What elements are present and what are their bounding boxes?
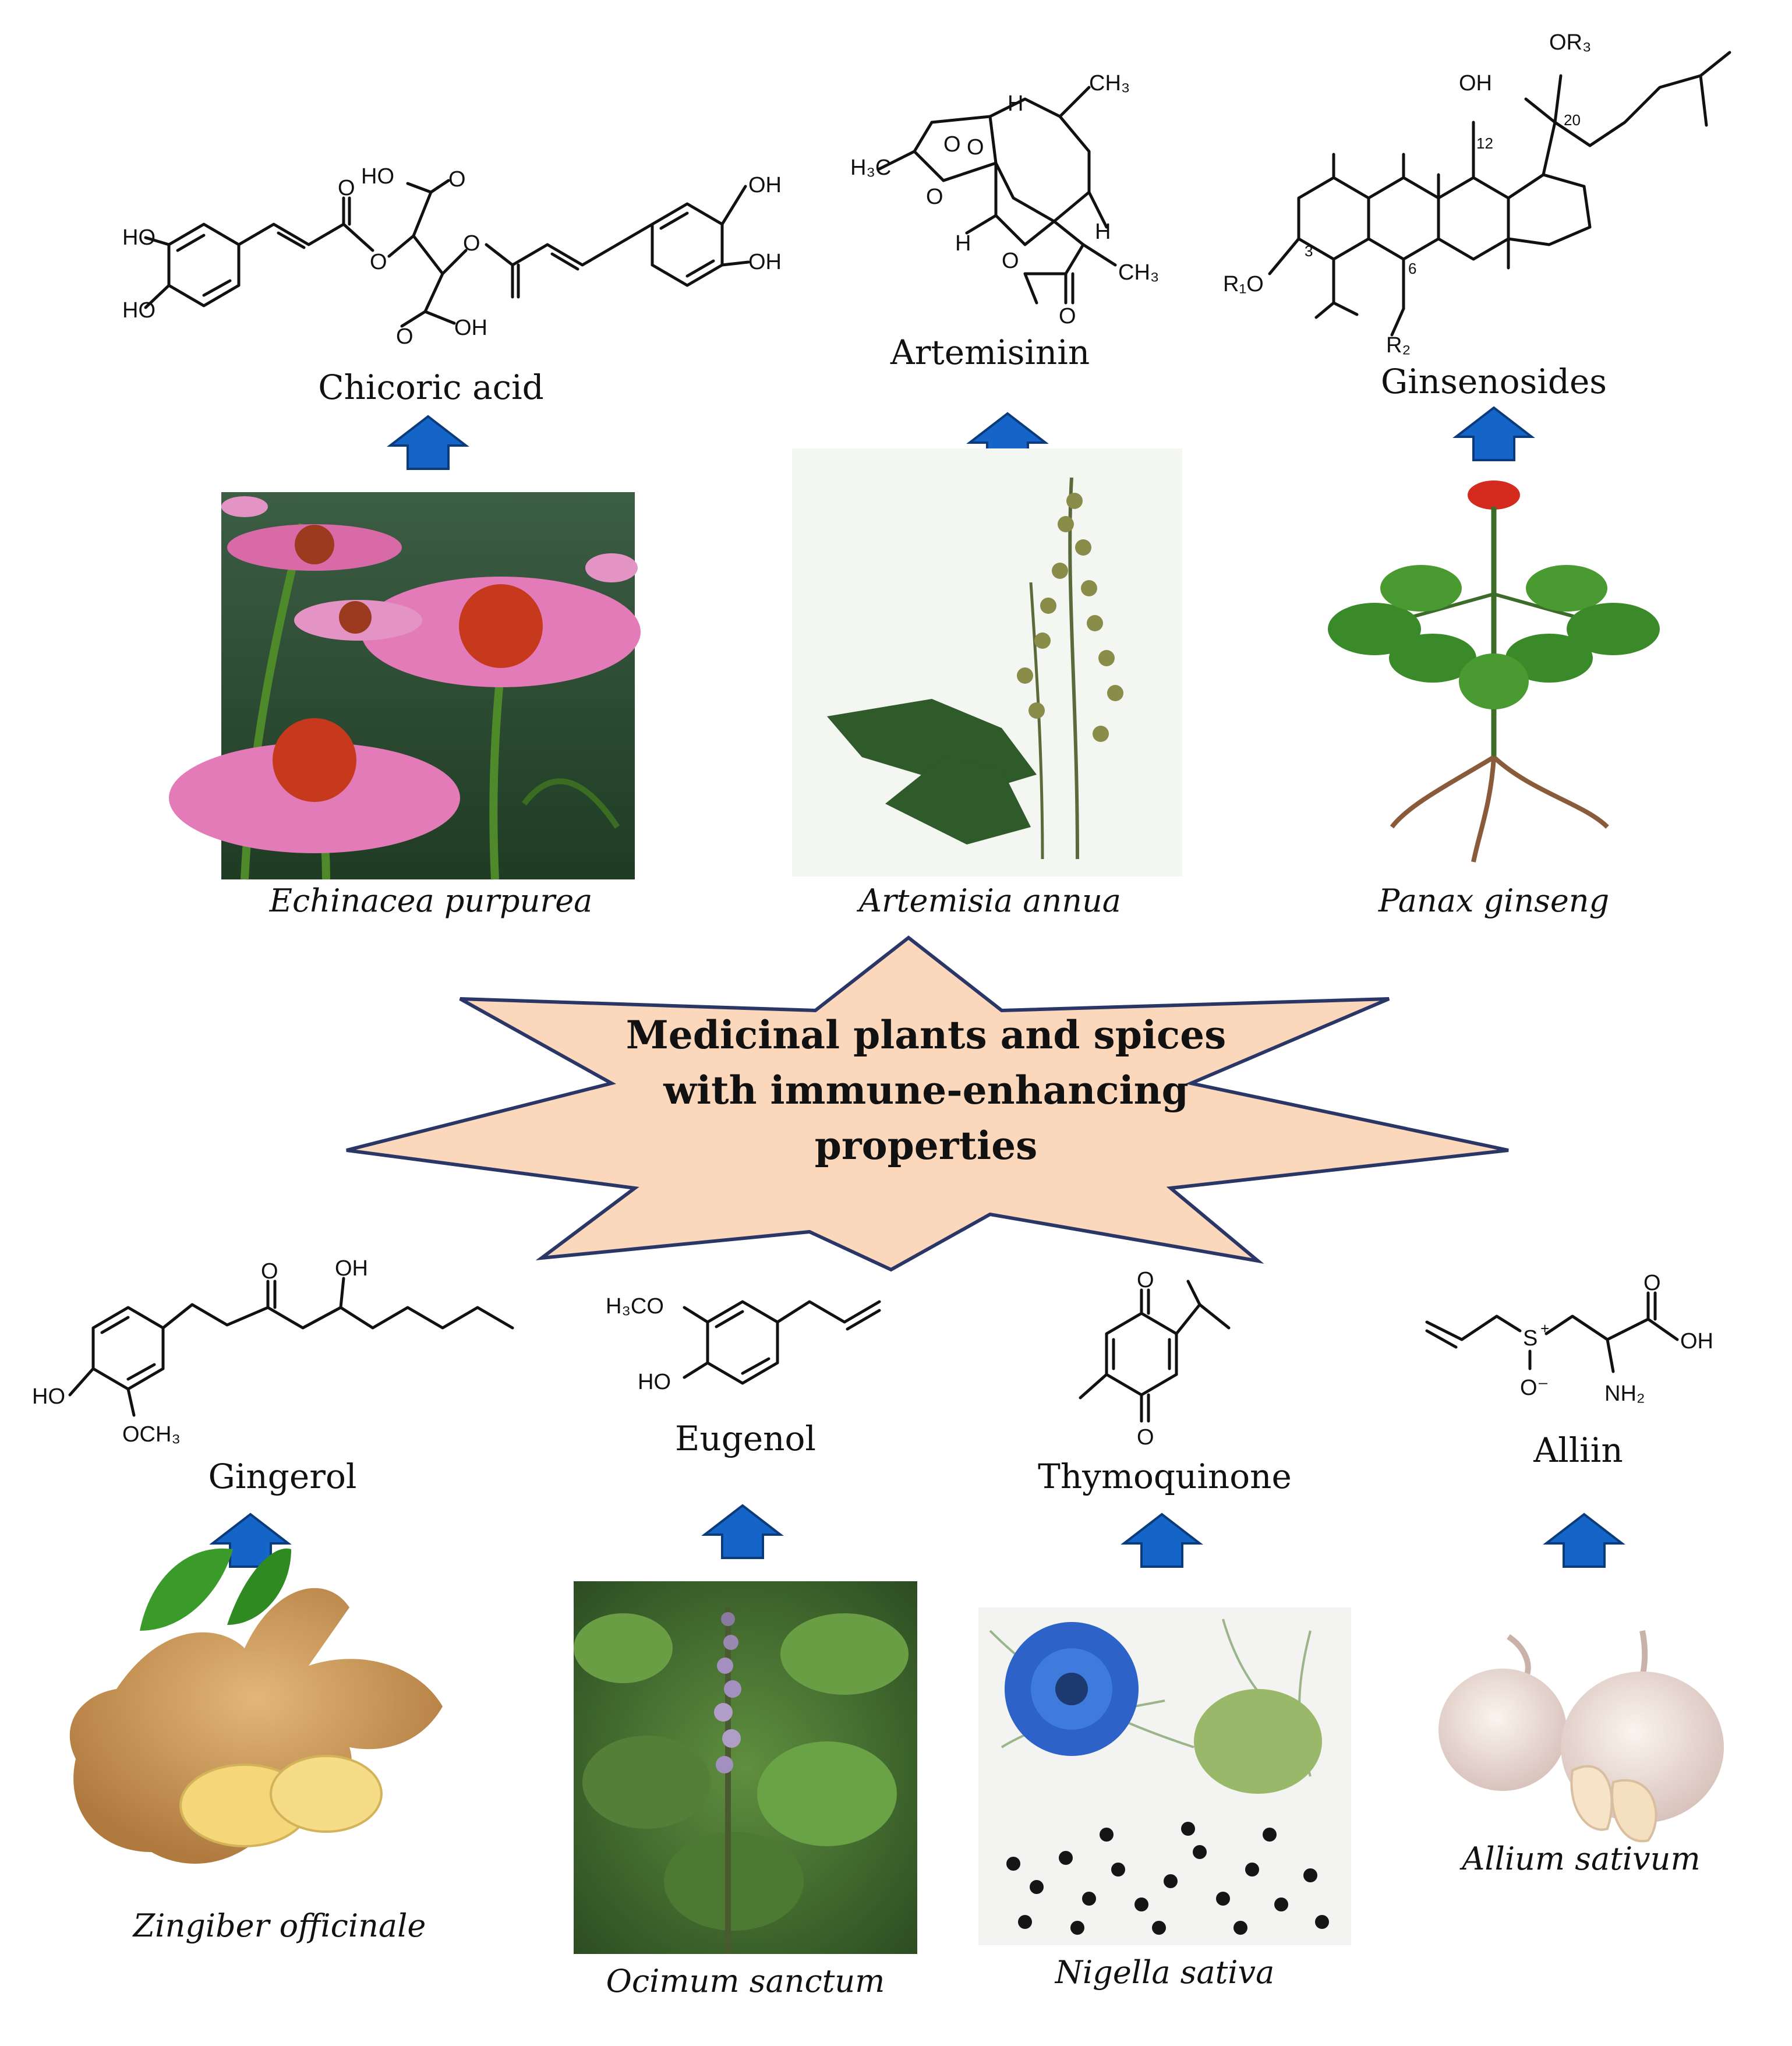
artemisinin-h-3: H: [1095, 220, 1111, 244]
ginsenosides-structure: OH 12 OR₃ 20 R₂ 6 R₁O 3: [1223, 30, 1731, 358]
artemisinin-h-1: H: [1008, 91, 1023, 116]
compound-gingerol: Gingerol: [208, 1457, 357, 1496]
compound-artemisinin: Artemisinin: [890, 333, 1090, 372]
thymoquinone-o-1: O: [1137, 1268, 1154, 1292]
star-title-line3: properties: [815, 1123, 1038, 1168]
artemisinin-h-2: H: [955, 231, 971, 256]
plant-nigella-sativa: Nigella sativa: [1054, 1954, 1275, 1991]
artemisia-annua-image: [792, 448, 1182, 877]
plant-ocimum-sanctum: Ocimum sanctum: [606, 1963, 885, 1999]
plant-allium-sativum: Allium sativum: [1459, 1840, 1700, 1877]
eugenol-ho: HO: [638, 1370, 671, 1394]
star-title-line2: with immune-enhancing: [663, 1068, 1189, 1113]
gingerol-o: O: [261, 1259, 278, 1284]
artemisinin-ch3-2: CH₃: [1118, 260, 1159, 285]
artemisinin-o-5: O: [1059, 304, 1076, 328]
chicoric-ho-3: HO: [361, 164, 394, 189]
plant-echinacea-purpurea: Echinacea purpurea: [269, 882, 593, 919]
artemisinin-o-2: O: [967, 135, 984, 160]
gingerol-structure: O OH HO OCH₃: [32, 1256, 514, 1447]
chicoric-oh-1: OH: [454, 316, 487, 340]
echinacea-purpurea-image: [169, 492, 641, 880]
alliin-oh: OH: [1680, 1329, 1713, 1354]
ginsenosides-pos-12: 12: [1476, 135, 1493, 152]
compound-thymoquinone: Thymoquinone: [1038, 1457, 1292, 1496]
alliin-structure: S + O⁻ O OH NH₂: [1425, 1271, 1713, 1406]
star-title-line1: Medicinal plants and spices: [626, 1012, 1227, 1058]
arrow-up-nigella: [1121, 1513, 1203, 1568]
compound-ginsenosides: Ginsenosides: [1381, 362, 1607, 401]
alliin-s: S: [1523, 1326, 1537, 1351]
ginsenosides-pos-6: 6: [1408, 260, 1416, 277]
gingerol-ho: HO: [32, 1384, 65, 1409]
artemisinin-o-4: O: [1002, 249, 1019, 273]
central-star: Medicinal plants and spices with immune-…: [346, 935, 1509, 1272]
chicoric-o-3: O: [448, 167, 466, 192]
artemisinin-ch3-1: CH₃: [1089, 71, 1130, 96]
nigella-sativa-image: [978, 1607, 1351, 1945]
ginsenosides-r2: R₂: [1386, 333, 1411, 358]
ginsenosides-oh: OH: [1459, 71, 1492, 96]
plant-zingiber-officinale: Zingiber officinale: [132, 1907, 426, 1944]
compound-chicoric-acid: Chicoric acid: [318, 367, 544, 407]
compound-eugenol: Eugenol: [675, 1419, 816, 1458]
arrow-up-ginseng: [1452, 406, 1535, 461]
alliin-plus: +: [1540, 1320, 1549, 1337]
alliin-o: O: [1643, 1271, 1661, 1295]
compound-alliin: Alliin: [1533, 1430, 1623, 1470]
chicoric-oh-2: OH: [748, 173, 782, 197]
eugenol-structure: H₃CO HO: [606, 1294, 881, 1394]
thymoquinone-structure: O O: [1079, 1268, 1231, 1450]
plant-artemisia-annua: Artemisia annua: [856, 882, 1121, 919]
ginsenosides-r1o: R₁O: [1223, 272, 1264, 296]
allium-sativum-image: [1438, 1630, 1724, 1843]
plant-panax-ginseng: Panax ginseng: [1378, 882, 1609, 919]
arrow-up-basil: [701, 1504, 784, 1559]
artemisinin-o-3: O: [926, 185, 943, 209]
alliin-nh2: NH₂: [1604, 1381, 1645, 1406]
star-shape: [346, 935, 1509, 1272]
artemisinin-o-1: O: [943, 132, 961, 157]
gingerol-och3: OCH₃: [122, 1422, 181, 1447]
artemisinin-structure: H₃C O O O H O CH₃ O H CH₃ H: [850, 71, 1159, 328]
artemisinin-h3c: H₃C: [850, 156, 891, 180]
ginsenosides-or3: OR₃: [1549, 30, 1591, 55]
chicoric-o-4: O: [396, 324, 413, 349]
alliin-o-minus: O⁻: [1520, 1376, 1549, 1400]
ginsenosides-pos-3: 3: [1305, 242, 1313, 260]
zingiber-officinale-image: [69, 1548, 443, 1864]
chicoric-o-2: O: [370, 250, 387, 274]
arrow-up-garlic: [1543, 1513, 1625, 1568]
eugenol-h3co: H₃CO: [606, 1294, 664, 1319]
ocimum-sanctum-image: [574, 1581, 917, 1954]
thymoquinone-o-2: O: [1137, 1425, 1154, 1450]
chicoric-o-1: O: [338, 176, 355, 200]
gingerol-oh: OH: [335, 1256, 368, 1281]
chicoric-o-5: O: [463, 231, 480, 256]
ginsenosides-pos-20: 20: [1564, 111, 1581, 129]
arrow-up-echinacea: [387, 415, 469, 470]
chicoric-oh-3: OH: [748, 250, 782, 274]
chicoric-acid-structure: HO HO O O HO O O OH O OH OH: [122, 164, 782, 349]
chicoric-ho-2: HO: [122, 298, 155, 323]
chicoric-ho-1: HO: [122, 225, 155, 250]
panax-ginseng-image: [1328, 480, 1660, 863]
